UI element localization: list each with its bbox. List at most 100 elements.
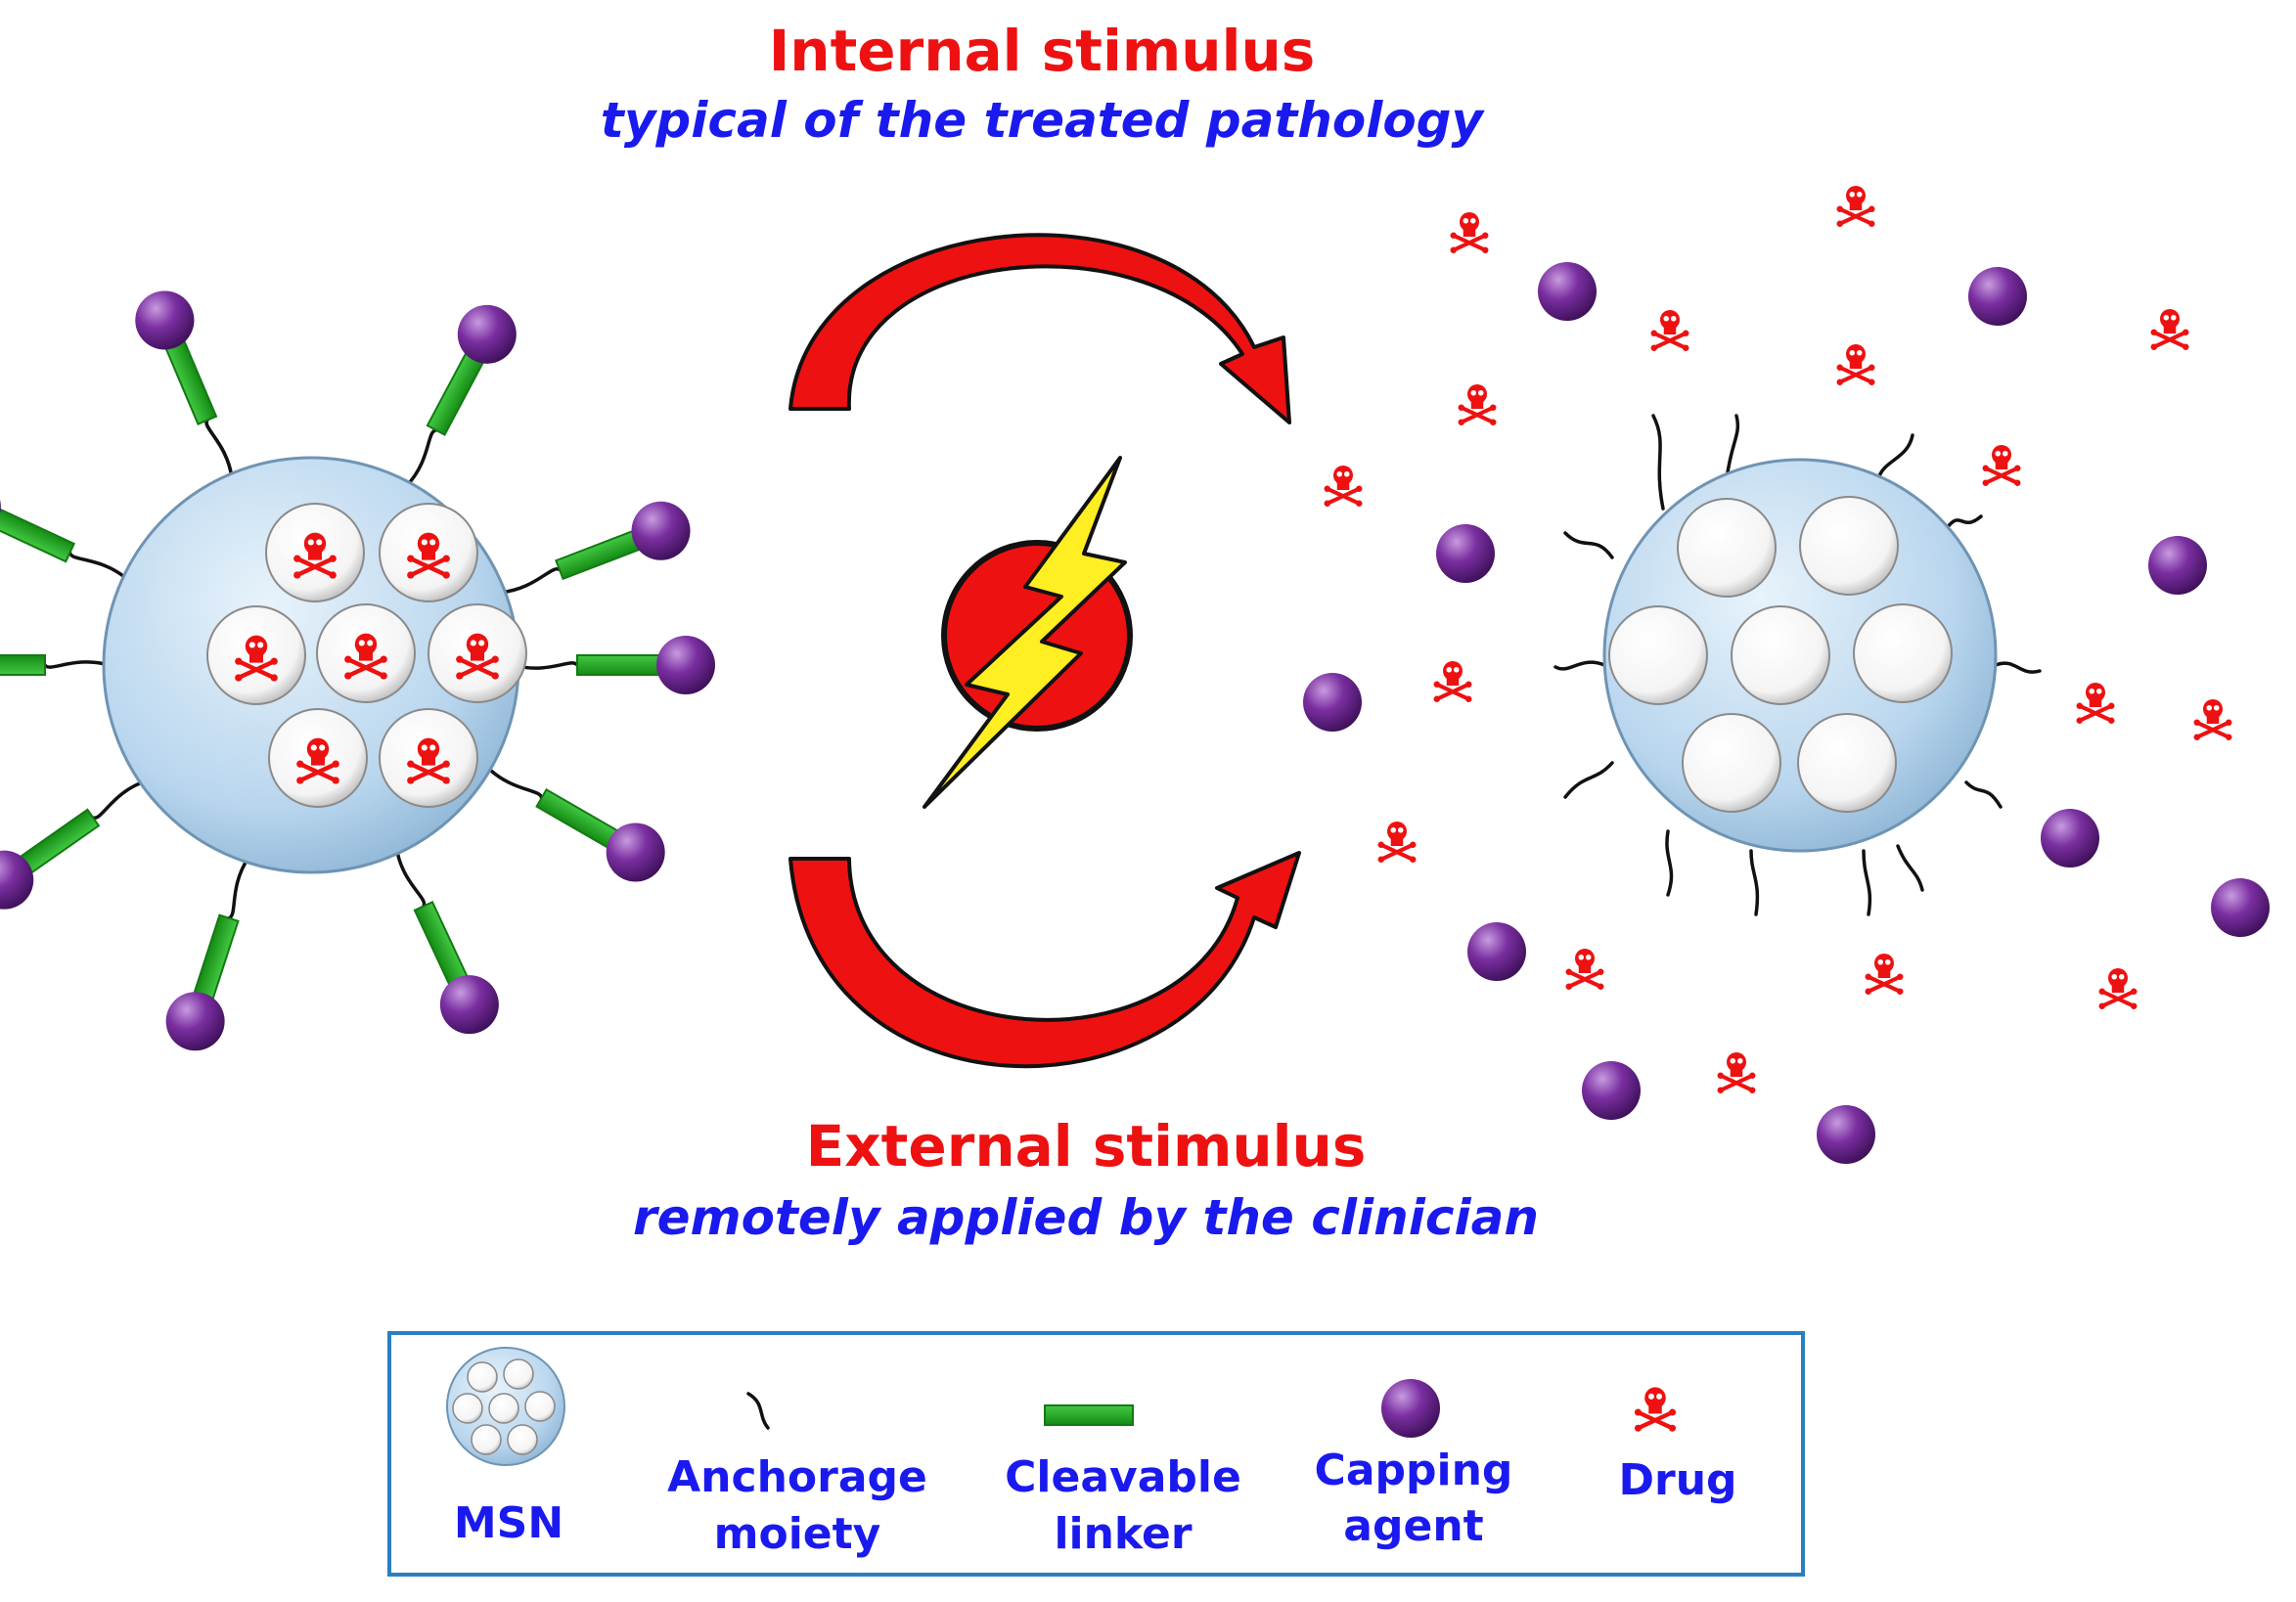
released-drug-icon <box>1863 952 1906 997</box>
anchorage-moiety <box>227 856 250 920</box>
released-drug-icon <box>2191 697 2234 742</box>
external-curved-arrow <box>788 851 1301 1069</box>
anchorage-moiety <box>1651 414 1665 511</box>
released-drug-icon <box>1648 308 1691 353</box>
released-capping-agent <box>1467 922 1526 981</box>
empty-msn-pore <box>1797 713 1897 813</box>
released-drug-icon <box>2148 307 2191 352</box>
released-drug-icon <box>1834 184 1877 229</box>
anchorage-moiety <box>1896 844 1924 892</box>
capping-agent <box>135 290 195 350</box>
anchorage-moiety <box>1862 849 1872 916</box>
anchorage-moiety <box>1964 780 2003 809</box>
released-capping-agent <box>1968 267 2027 326</box>
capping-agent <box>457 304 517 364</box>
released-drug-icon <box>1448 210 1491 255</box>
legend-capping-label-line2: agent <box>1343 1501 1483 1551</box>
released-drug-icon <box>1456 382 1499 427</box>
cleavable-linker <box>426 350 485 436</box>
empty-msn-pore <box>1799 496 1899 596</box>
anchorage-moiety <box>1876 433 1914 481</box>
legend: MSN Anchorage moiety Cleavable linker Ca… <box>387 1331 1805 1577</box>
capping-agent <box>606 823 665 882</box>
cleavable-linker <box>18 808 101 875</box>
legend-linker-label-line1: Cleavable <box>1005 1452 1241 1502</box>
empty-msn-pore <box>1731 605 1830 705</box>
anchorage-moiety <box>498 567 562 595</box>
legend-anchor-icon <box>746 1392 770 1430</box>
released-drug-icon <box>1834 342 1877 387</box>
anchorage-moiety <box>1749 849 1760 916</box>
anchorage-moiety <box>404 428 438 488</box>
cleavable-linker <box>555 529 643 581</box>
released-drug-icon <box>2096 966 2139 1011</box>
internal-stimulus-title: Internal stimulus <box>769 18 1316 84</box>
anchorage-moiety <box>394 846 427 909</box>
internal-curved-arrow <box>788 233 1291 424</box>
capping-agent <box>0 850 34 910</box>
released-capping-agent <box>2041 809 2099 868</box>
anchorage-moiety <box>204 418 234 481</box>
empty-msn-pore <box>1677 498 1777 598</box>
legend-drug-label: Drug <box>1618 1455 1736 1505</box>
legend-linker-icon <box>1044 1404 1134 1426</box>
released-drug-icon <box>1431 659 1474 704</box>
lightning-icon <box>923 456 1133 809</box>
anchorage-moiety <box>1563 761 1614 799</box>
released-drug-icon <box>1980 443 2023 488</box>
cleavable-linker <box>163 338 218 425</box>
external-stimulus-subtitle: remotely applied by the clinician <box>633 1189 1539 1246</box>
anchorage-moiety <box>68 551 130 582</box>
legend-msn-label: MSN <box>454 1498 563 1548</box>
anchorage-moiety <box>1725 414 1740 481</box>
legend-anchor-label-line1: Anchorage <box>667 1452 927 1502</box>
anchorage-moiety <box>43 660 111 669</box>
released-drug-icon <box>1715 1050 1758 1095</box>
cleavable-linker <box>576 654 661 676</box>
legend-linker-label-line2: linker <box>1054 1509 1192 1559</box>
cleavable-linker <box>413 900 470 988</box>
empty-msn-right <box>1553 414 2042 916</box>
anchorage-moiety <box>1563 531 1614 559</box>
released-capping-agents <box>1303 262 2270 1164</box>
released-drug-icon <box>1563 947 1606 992</box>
released-capping-agent <box>2211 878 2270 937</box>
anchorage-moiety <box>91 779 148 820</box>
legend-box <box>387 1331 1805 1577</box>
legend-capping-label-line1: Capping <box>1315 1446 1513 1495</box>
anchorage-moiety <box>1994 661 2042 674</box>
capping-agent <box>656 636 715 694</box>
released-drug-icon <box>1375 820 1418 865</box>
cleavable-linker <box>0 654 46 676</box>
legend-msn-icon <box>446 1347 565 1466</box>
empty-msn-pore <box>1682 713 1781 813</box>
empty-msn-pore <box>1608 605 1708 705</box>
legend-anchor-label-line2: moiety <box>714 1509 881 1559</box>
released-capping-agent <box>2148 536 2207 595</box>
capping-agent <box>631 501 691 560</box>
released-drug-icon <box>2074 681 2117 726</box>
cleavable-linker <box>0 507 76 563</box>
external-stimulus-title: External stimulus <box>806 1113 1367 1179</box>
released-capping-agent <box>1303 673 1362 732</box>
cleavable-linker <box>535 787 620 850</box>
released-capping-agent <box>1436 524 1495 583</box>
released-capping-agent <box>1817 1105 1875 1164</box>
released-capping-agent <box>1538 262 1597 321</box>
capping-agent <box>439 975 499 1035</box>
released-capping-agent <box>1582 1061 1641 1120</box>
anchorage-moiety <box>484 764 544 800</box>
empty-msn-pore <box>1853 603 1953 703</box>
internal-stimulus-subtitle: typical of the treated pathology <box>601 92 1486 149</box>
anchorage-moiety <box>1553 660 1606 671</box>
loaded-msn-left <box>0 290 715 1051</box>
capping-agent <box>0 499 1 514</box>
released-drug-icon <box>1322 464 1365 509</box>
legend-capping-icon <box>1381 1379 1440 1438</box>
anchorage-moiety <box>1945 514 1983 530</box>
anchorage-moiety <box>1665 829 1674 897</box>
cleavable-linker <box>192 913 240 1001</box>
capping-agent <box>165 992 225 1051</box>
